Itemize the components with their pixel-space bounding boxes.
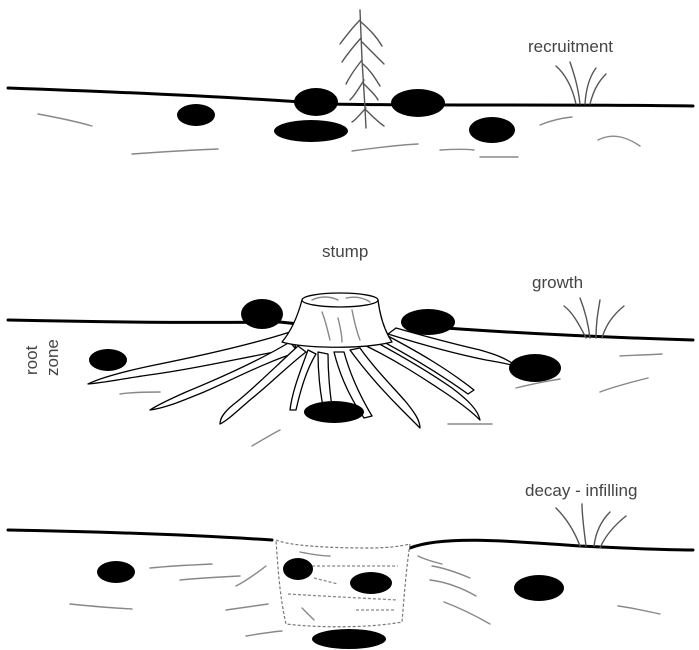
label-growth: growth [532, 273, 583, 292]
label-root-zone-line1: root [22, 345, 41, 375]
ground-surface-3 [8, 530, 693, 550]
tree-stump-icon [282, 293, 392, 347]
panel-recruitment: recruitment [8, 10, 693, 157]
label-decay-infilling: decay - infilling [525, 481, 637, 500]
rock [177, 104, 215, 126]
rock [304, 401, 364, 423]
label-stump: stump [322, 242, 368, 261]
rock [312, 629, 386, 649]
grass-tuft-icon [564, 298, 624, 338]
rock [241, 299, 283, 329]
panel-growth: stump growth root zone [8, 242, 693, 446]
label-recruitment: recruitment [528, 37, 613, 56]
rock [509, 354, 561, 382]
rock [469, 117, 515, 143]
label-root-zone-line2: zone [43, 339, 62, 376]
panel-decay: decay - infilling [8, 481, 693, 649]
rock [274, 120, 348, 142]
rock [283, 558, 313, 580]
rock [514, 575, 564, 601]
rock [89, 349, 127, 371]
grass-tuft-icon [556, 62, 606, 104]
soil-fragments [120, 354, 662, 446]
grass-tuft-icon [556, 504, 626, 548]
rock [391, 89, 445, 117]
rock [350, 572, 392, 594]
sapling-icon [340, 10, 384, 128]
rock [294, 88, 338, 116]
rock [97, 561, 135, 583]
rock [401, 309, 455, 335]
